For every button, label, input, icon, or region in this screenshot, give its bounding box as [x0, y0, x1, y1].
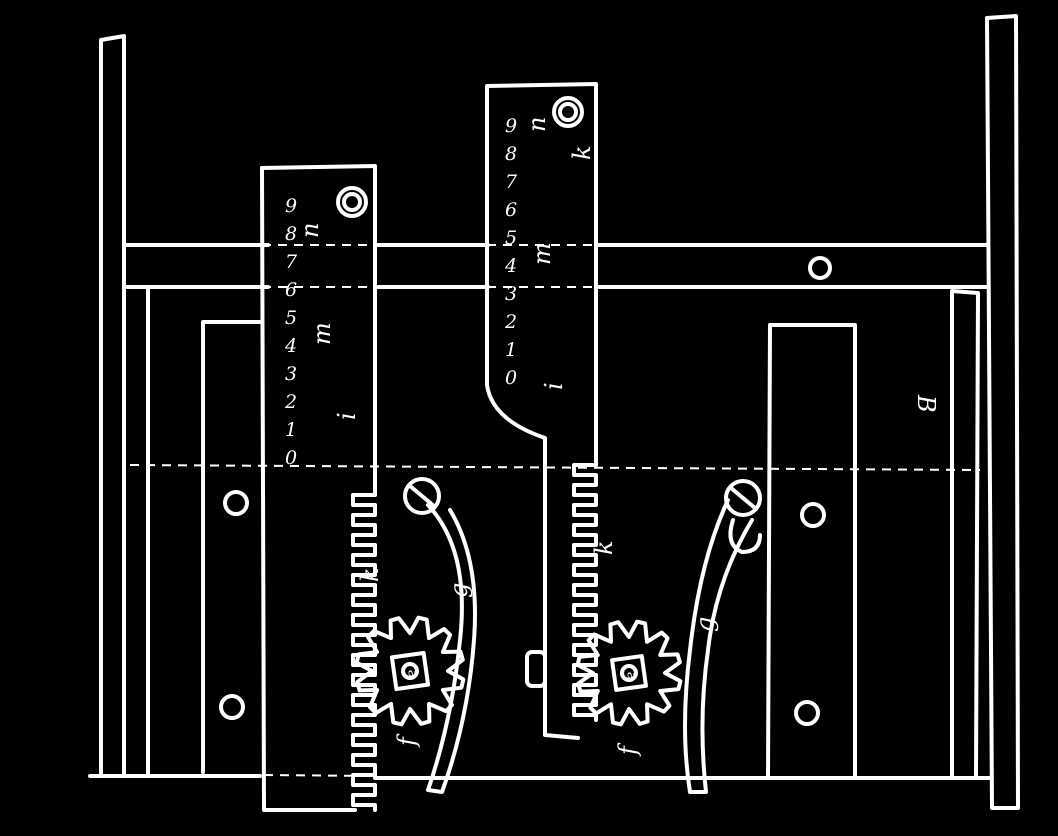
right-label-m: m: [528, 242, 556, 265]
right-stop-pin: [552, 96, 584, 128]
plate-hole-1: [223, 490, 249, 516]
left-digit-4: 4: [284, 335, 297, 357]
left-rack-body: [260, 164, 377, 492]
left-pawl-screw: [403, 477, 441, 515]
plate-hole-4: [794, 700, 820, 726]
right-pawl-hook: [728, 518, 762, 554]
left-slat: [201, 320, 264, 774]
hidden-line-base: [263, 774, 376, 777]
plate-label-b: B: [912, 394, 940, 413]
right-digit-3: 3: [505, 283, 517, 305]
right-slat: [766, 323, 857, 778]
right-pawl-screw: [724, 479, 762, 517]
left-label-n: n: [296, 223, 324, 238]
left-rack-digits: 9 8 7 6 5 4 3 2 1 0: [284, 195, 298, 469]
left-digit-3: 3: [285, 363, 297, 385]
right-digit-5: 5: [505, 227, 517, 249]
left-label-g: g: [445, 583, 473, 598]
left-digit-8: 8: [285, 223, 297, 245]
right-rack-teeth: [572, 458, 598, 722]
right-stop-pin-inner: [558, 102, 578, 122]
right-digit-9: 9: [505, 115, 517, 137]
left-gear-square: [389, 650, 431, 692]
plate-hole-2: [219, 694, 245, 720]
left-stop-pin-inner: [342, 192, 362, 212]
left-digit-9: 9: [285, 195, 297, 217]
right-label-n: n: [523, 117, 551, 132]
right-digit-6: 6: [505, 199, 517, 221]
right-label-k2: k: [590, 540, 618, 555]
right-digit-2: 2: [504, 311, 517, 333]
left-digit-7: 7: [285, 251, 298, 273]
left-digit-0: 0: [285, 447, 297, 469]
right-digit-7: 7: [505, 171, 518, 193]
right-label-i: i: [540, 382, 568, 390]
left-label-m: m: [308, 322, 336, 345]
left-digit-1: 1: [285, 419, 297, 441]
right-digit-8: 8: [505, 143, 517, 165]
right-label-e: e: [623, 672, 639, 680]
left-digit-2: 2: [284, 391, 297, 413]
right-gear-axle: [620, 664, 638, 682]
right-digit-0: 0: [505, 367, 517, 389]
right-pawl-screw-slot: [729, 486, 757, 510]
left-gear-axle: [401, 662, 419, 680]
right-rack-digits: 9 8 7 6 5 4 3 2 1 0: [504, 115, 518, 389]
right-spring-pawl: [683, 498, 754, 794]
left-label-e: e: [404, 670, 420, 678]
right-digit-1: 1: [505, 339, 517, 361]
right-gear-square: [610, 654, 648, 692]
frame-right-bar: [985, 14, 1020, 810]
right-digit-4: 4: [504, 255, 517, 277]
left-digit-6: 6: [285, 279, 297, 301]
left-rack-outline: [260, 166, 357, 812]
hidden-line-plate: [129, 464, 981, 471]
right-gear-wheel: [575, 619, 683, 727]
rail-hole: [808, 256, 832, 280]
left-digit-5: 5: [285, 307, 297, 329]
right-label-k: k: [568, 145, 596, 160]
left-label-i: i: [333, 412, 361, 420]
left-pawl-screw-slot: [408, 484, 436, 508]
left-rack-labels: n m i k g f e: [296, 223, 473, 748]
right-rack-lug: [525, 650, 547, 688]
left-spring-pawl: [426, 503, 477, 794]
plate-hole-3: [800, 502, 826, 528]
right-label-g: g: [691, 617, 719, 632]
plate-right-edge: [950, 289, 980, 778]
right-rack-outline: [485, 82, 598, 740]
left-stop-pin: [336, 186, 368, 218]
left-gear-wheel: [354, 615, 466, 727]
left-label-k: k: [356, 567, 384, 582]
